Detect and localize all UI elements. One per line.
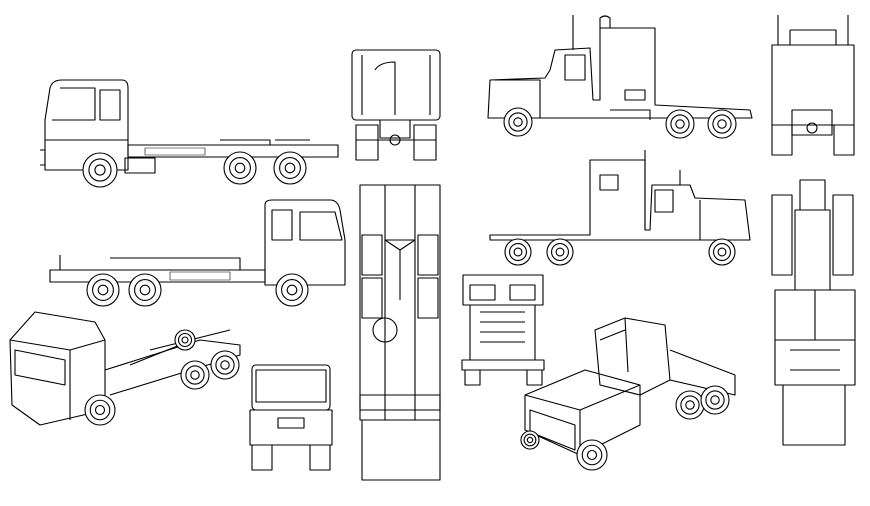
wheel xyxy=(675,390,705,420)
wheel xyxy=(708,238,736,266)
wheel xyxy=(273,151,307,185)
wheel xyxy=(665,109,695,139)
wheel xyxy=(223,151,257,185)
side-view-chassis-left xyxy=(40,79,339,188)
front-view-chassis xyxy=(249,364,333,471)
wheel xyxy=(82,151,307,188)
wheel xyxy=(174,329,196,351)
isometric-view-chassis xyxy=(9,311,241,426)
top-view-chassis xyxy=(359,184,441,481)
isometric-view-tractor-conventional xyxy=(520,317,736,471)
wheel xyxy=(520,430,540,450)
side-view-tractor-conventional-left xyxy=(487,15,753,139)
side-view-tractor-conventional-right xyxy=(489,150,751,266)
top-view-tractor xyxy=(771,179,856,446)
wheel xyxy=(86,273,120,307)
wheel xyxy=(84,394,116,426)
wheel xyxy=(82,152,118,188)
wheel xyxy=(210,350,240,380)
wheel xyxy=(180,360,210,390)
wheel xyxy=(576,439,608,471)
rear-view-tractor-sleeper xyxy=(771,15,855,156)
wheel xyxy=(275,273,309,307)
wheel xyxy=(503,107,533,137)
wheel xyxy=(546,238,574,266)
front-view-tractor-conventional xyxy=(461,274,545,386)
rear-view-chassis xyxy=(351,49,441,161)
wheel xyxy=(700,385,730,415)
wheel xyxy=(707,109,737,139)
wheel xyxy=(128,273,162,307)
wheel xyxy=(504,238,532,266)
side-view-chassis-right xyxy=(49,199,346,307)
